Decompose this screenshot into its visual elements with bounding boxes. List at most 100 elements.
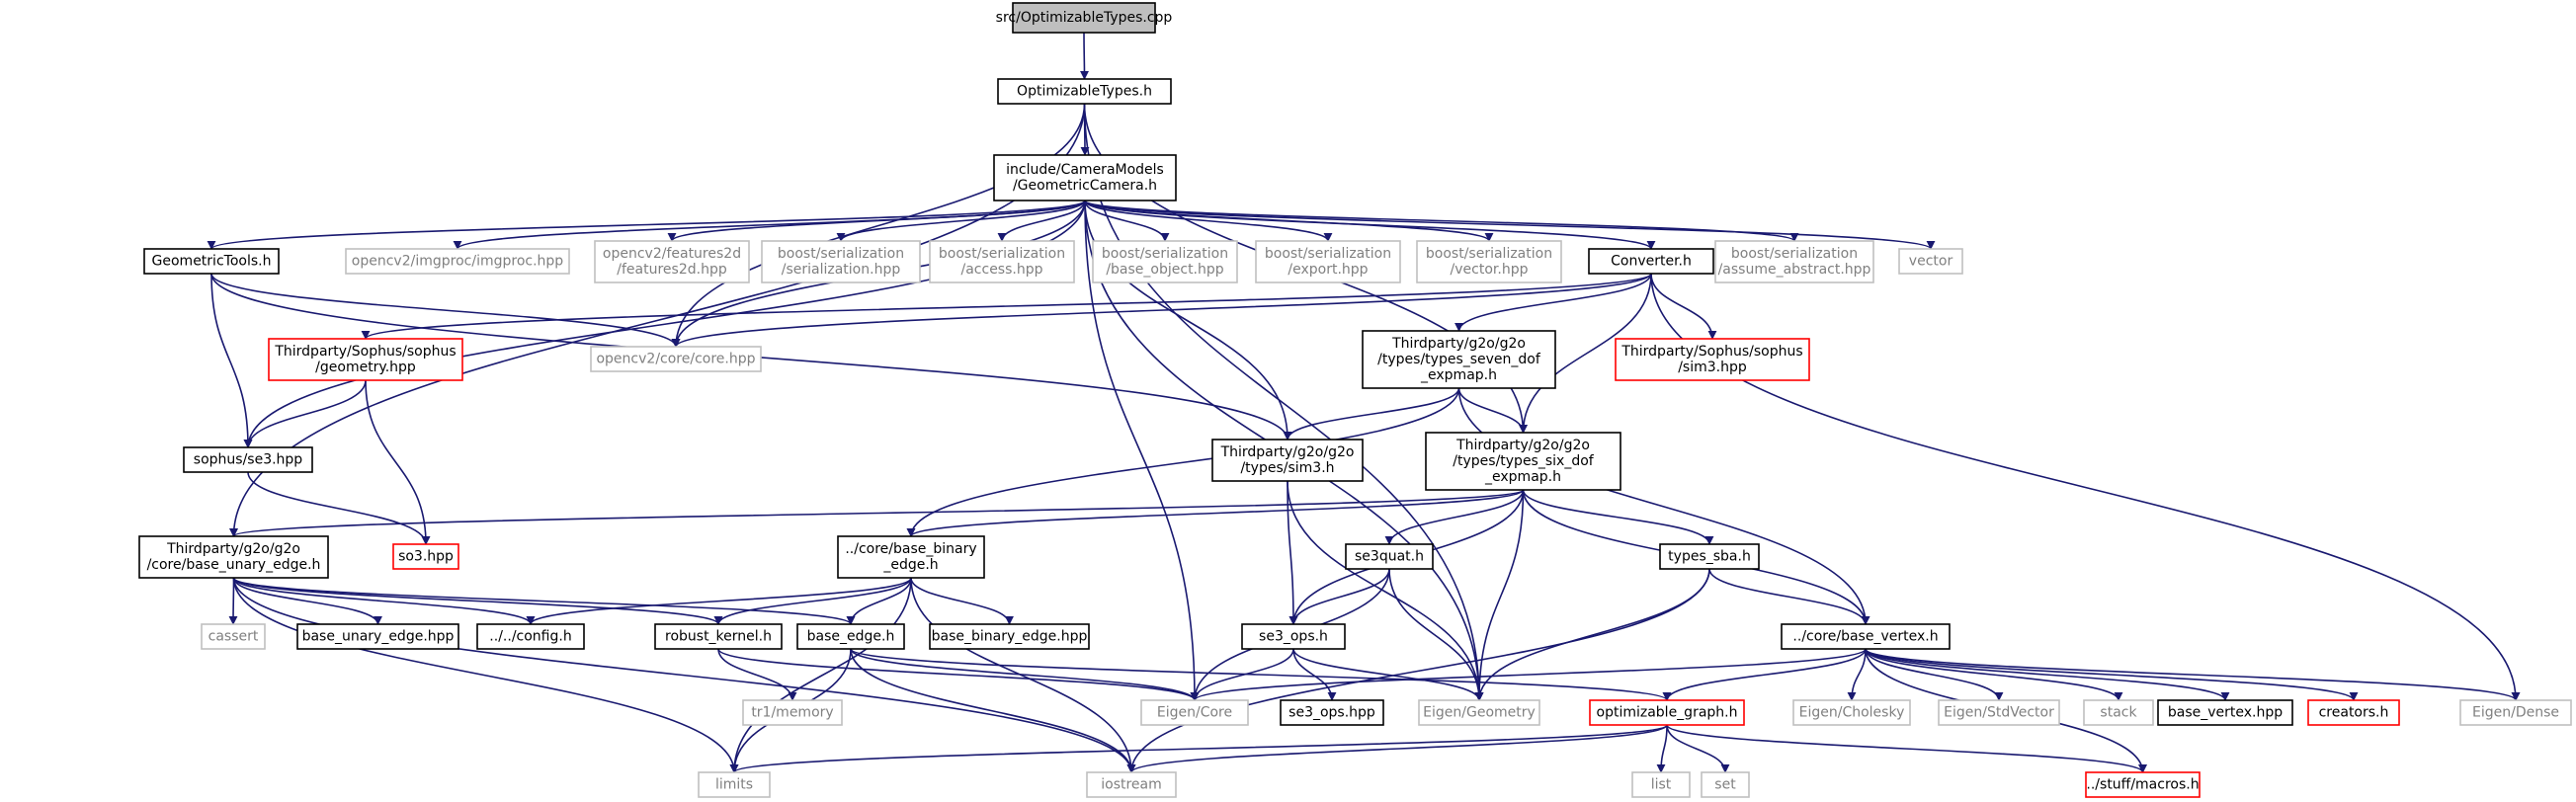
node-box-se3hpp	[183, 446, 313, 473]
node-label-sim3h-line-0: Thirdparty/g2o/g2o	[1220, 444, 1355, 460]
node-limits[interactable]: limits	[698, 771, 771, 798]
node-eigen_stdvec[interactable]: Eigen/StdVector	[1938, 699, 2060, 726]
node-base_vertex[interactable]: ../core/base_vertex.h	[1781, 623, 1951, 650]
edge-binary_edge-to-base_edge	[846, 577, 912, 625]
dependency-edges	[207, 32, 2521, 773]
edge-unary_edge-to-unary_hpp	[232, 577, 382, 625]
node-label-eigen_chol-line-0: Eigen/Cholesky	[1799, 705, 1905, 721]
edge-geo_cam-to-se3hpp	[243, 200, 1086, 448]
node-binary_edge[interactable]: ../core/base_binary_edge.h	[837, 535, 985, 579]
node-label-seven_dof-line-0: Thirdparty/g2o/g2o	[1391, 336, 1526, 352]
node-box-sophus_geo	[268, 338, 463, 381]
node-eigen_geo[interactable]: Eigen/Geometry	[1418, 699, 1540, 726]
node-label-seven_dof-line-2: _expmap.h	[1420, 367, 1497, 383]
node-box-iostream	[1086, 771, 1177, 798]
node-ser_export[interactable]: boost/serialization/export.hpp	[1255, 240, 1401, 283]
node-unary_hpp[interactable]: base_unary_edge.hpp	[296, 623, 459, 650]
node-ser_ser[interactable]: boost/serialization/serialization.hpp	[761, 240, 921, 283]
node-label-root-line-0: src/OptimizableTypes.cpp	[996, 10, 1173, 26]
node-geo_cam[interactable]: include/CameraModels/GeometricCamera.h	[993, 154, 1177, 201]
edge-converter-to-seven_dof	[1454, 273, 1652, 332]
node-eigen_core[interactable]: Eigen/Core	[1140, 699, 1249, 726]
node-config[interactable]: ../../config.h	[476, 623, 585, 650]
edge-base_vertex-to-eigen_dense	[1865, 648, 2521, 701]
node-sophus_geo[interactable]: Thirdparty/Sophus/sophus/geometry.hpp	[268, 338, 463, 381]
node-se3hpp[interactable]: sophus/se3.hpp	[183, 446, 313, 473]
node-se3_ops_hpp[interactable]: se3_ops.hpp	[1280, 699, 1384, 726]
node-box-six_dof	[1425, 432, 1621, 491]
edge-unary_edge-to-limits	[232, 577, 739, 773]
node-vector[interactable]: vector	[1898, 248, 1963, 275]
node-converter[interactable]: Converter.h	[1588, 248, 1714, 275]
edge-sophus_geo-to-se3hpp	[243, 379, 367, 448]
node-box-types_sba	[1659, 543, 1760, 570]
node-six_dof[interactable]: Thirdparty/g2o/g2o/types/types_six_dof_e…	[1425, 432, 1621, 491]
edge-base_edge-to-eigen_core	[850, 648, 1200, 701]
node-se3_ops[interactable]: se3_ops.h	[1241, 623, 1346, 650]
node-label-ser_base-line-0: boost/serialization	[1102, 246, 1228, 262]
node-root[interactable]: src/OptimizableTypes.cpp	[996, 2, 1173, 34]
node-vertex_hpp[interactable]: base_vertex.hpp	[2157, 699, 2293, 726]
node-so3[interactable]: so3.hpp	[392, 543, 459, 570]
node-opt_types[interactable]: OptimizableTypes.h	[997, 78, 1172, 105]
node-ser_access[interactable]: boost/serialization/access.hpp	[929, 240, 1075, 283]
edge-opt_graph-to-set	[1666, 724, 1730, 773]
node-ser_base[interactable]: boost/serialization/base_object.hpp	[1092, 240, 1238, 283]
node-label-list-line-0: list	[1651, 777, 1672, 793]
edge-geo_cam-to-features2d	[667, 200, 1086, 242]
node-ser_assume[interactable]: boost/serialization/assume_abstract.hpp	[1714, 240, 1874, 283]
node-label-ser_assume-line-1: /assume_abstract.hpp	[1718, 262, 1871, 278]
edge-seven_dof-to-six_dof	[1457, 387, 1528, 434]
node-stack[interactable]: stack	[2083, 699, 2154, 726]
node-binary_hpp[interactable]: base_binary_edge.hpp	[929, 623, 1090, 650]
node-list[interactable]: list	[1631, 771, 1691, 798]
node-label-binary_edge-line-0: ../core/base_binary	[845, 541, 976, 557]
node-creators[interactable]: creators.h	[2307, 699, 2400, 726]
node-box-tr1mem	[742, 699, 843, 726]
node-imgproc[interactable]: opencv2/imgproc/imgproc.hpp	[345, 248, 570, 275]
edge-base_edge-to-opt_graph	[850, 648, 1672, 701]
node-label-geo_cam-line-1: /GeometricCamera.h	[1013, 178, 1157, 194]
node-box-eigen_geo	[1418, 699, 1540, 726]
node-cassert[interactable]: cassert	[201, 623, 266, 650]
node-seven_dof[interactable]: Thirdparty/g2o/g2o/types/types_seven_dof…	[1362, 330, 1556, 389]
node-macros[interactable]: ../stuff/macros.h	[2085, 771, 2201, 798]
node-label-vertex_hpp-line-0: base_vertex.hpp	[2168, 705, 2283, 721]
node-unary_edge[interactable]: Thirdparty/g2o/g2o/core/base_unary_edge.…	[138, 535, 329, 579]
node-cv_core[interactable]: opencv2/core/core.hpp	[590, 346, 762, 372]
node-robust[interactable]: robust_kernel.h	[654, 623, 783, 650]
node-types_sba[interactable]: types_sba.h	[1659, 543, 1760, 570]
node-features2d[interactable]: opencv2/features2d/features2d.hpp	[594, 240, 750, 283]
node-box-eigen_stdvec	[1938, 699, 2060, 726]
node-label-unary_edge-line-1: /core/base_unary_edge.h	[147, 557, 321, 573]
node-label-opt_types-line-0: OptimizableTypes.h	[1017, 84, 1152, 100]
node-iostream[interactable]: iostream	[1086, 771, 1177, 798]
node-label-six_dof-line-0: Thirdparty/g2o/g2o	[1455, 438, 1590, 453]
node-se3quat[interactable]: se3quat.h	[1345, 543, 1434, 570]
edge-opt_types-to-cv_core	[671, 103, 1086, 348]
node-set[interactable]: set	[1701, 771, 1750, 798]
edge-base_vertex-to-eigen_stdvec	[1865, 648, 2004, 701]
node-label-ser_base-line-1: /base_object.hpp	[1106, 262, 1223, 278]
node-base_edge[interactable]: base_edge.h	[796, 623, 905, 650]
node-box-root	[1012, 2, 1156, 34]
edge-six_dof-to-binary_edge	[906, 489, 1525, 537]
node-tr1mem[interactable]: tr1/memory	[742, 699, 843, 726]
edge-geo_cam-to-ser_access	[997, 200, 1086, 242]
node-label-converter-line-0: Converter.h	[1611, 254, 1692, 270]
node-sim3h[interactable]: Thirdparty/g2o/g2o/types/sim3.h	[1211, 439, 1364, 482]
edge-binary_edge-to-config	[526, 577, 912, 625]
node-eigen_chol[interactable]: Eigen/Cholesky	[1792, 699, 1911, 726]
node-label-features2d-line-1: /features2d.hpp	[617, 262, 727, 278]
node-box-list	[1631, 771, 1691, 798]
node-box-ser_assume	[1714, 240, 1874, 283]
node-box-eigen_core	[1140, 699, 1249, 726]
edge-geo_cam-to-ser_base	[1084, 200, 1170, 242]
node-label-limits-line-0: limits	[715, 777, 753, 793]
node-sophus_sim3[interactable]: Thirdparty/Sophus/sophus/sim3.hpp	[1615, 338, 1810, 381]
node-geo_tools[interactable]: GeometricTools.h	[143, 248, 280, 275]
node-ser_vector[interactable]: boost/serialization/vector.hpp	[1416, 240, 1562, 283]
node-label-geo_cam-line-0: include/CameraModels	[1006, 162, 1164, 178]
node-eigen_dense[interactable]: Eigen/Dense	[2459, 699, 2572, 726]
node-opt_graph[interactable]: optimizable_graph.h	[1589, 699, 1745, 726]
